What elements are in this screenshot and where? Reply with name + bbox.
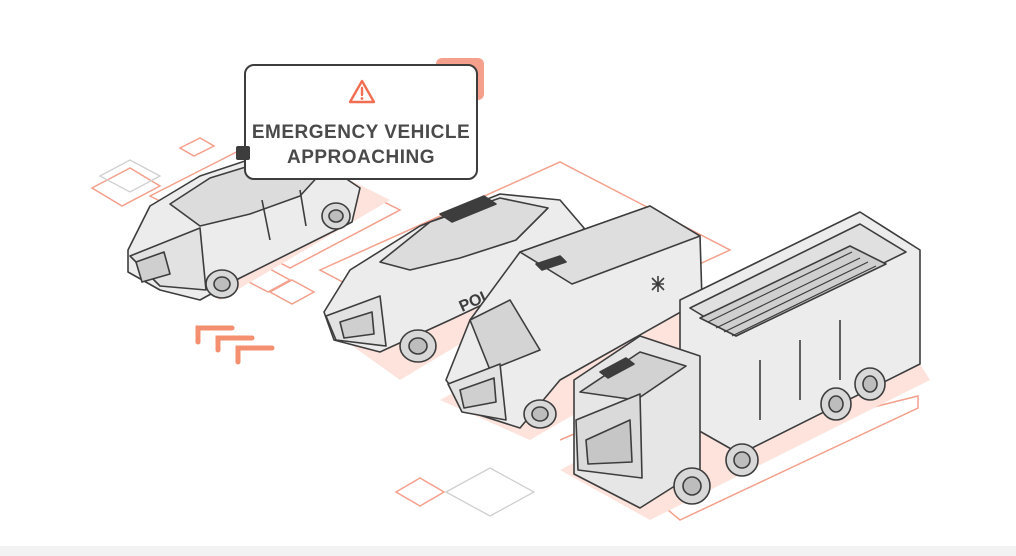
callout-anchor (236, 146, 250, 160)
medical-star-icon (651, 276, 665, 292)
callout-title-line2: APPROACHING (286, 147, 435, 168)
callout-title-line1: EMERGENCY VEHICLE (251, 122, 471, 143)
police-car-vehicle: POL (323, 193, 585, 363)
fire-truck-vehicle (573, 211, 921, 509)
warning-triangle-icon (348, 79, 376, 104)
sedan-vehicle (127, 155, 361, 301)
emergency-callout: EMERGENCY VEHICLE APPROACHING (244, 64, 478, 180)
ambulance-vehicle (445, 205, 703, 429)
ladder-rack (707, 251, 877, 337)
chevron-arrows-icon (195, 325, 275, 365)
floor-grid-squares (98, 159, 536, 517)
bottom-band (0, 546, 1016, 556)
